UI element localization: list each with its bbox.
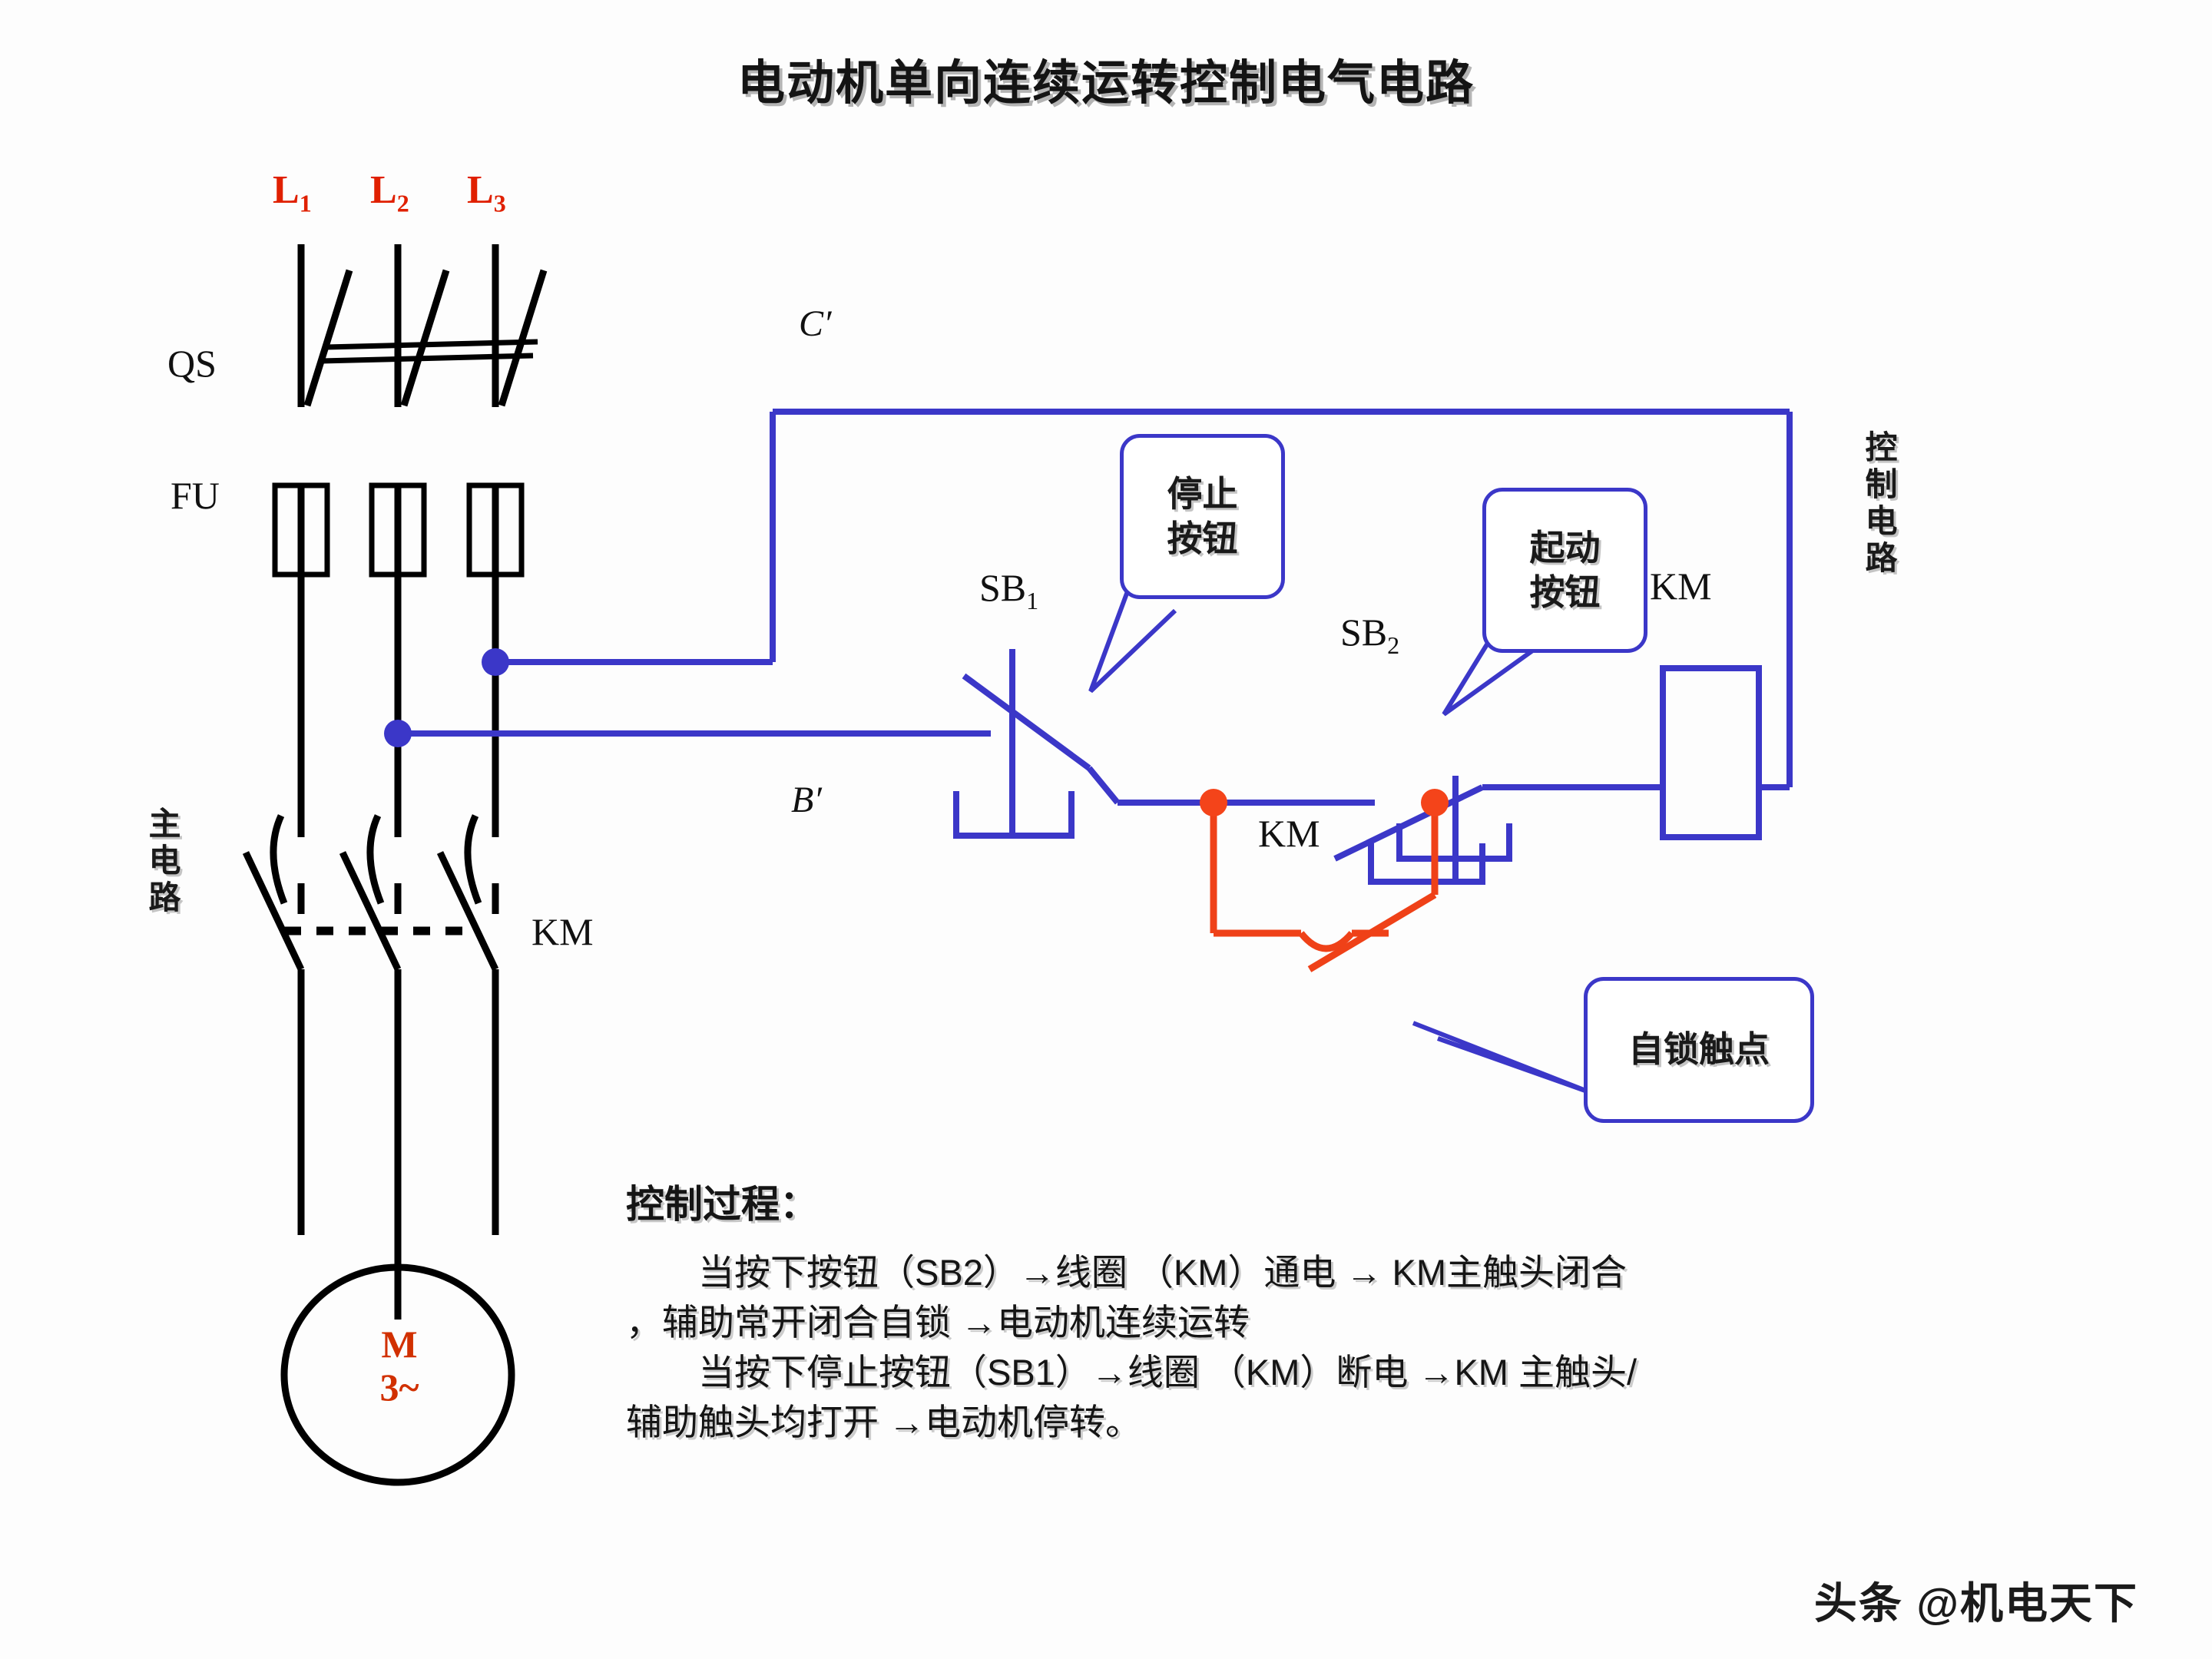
control-process-heading: 控制过程：	[626, 1183, 818, 1226]
junction-dot-selflock-right	[1421, 789, 1449, 816]
km-aux-label: KM	[1258, 812, 1320, 855]
control-circuit-label: 控制电路	[1861, 430, 1897, 578]
control-process-line-3: 当按下停止按钮（SB1）→线圈 （KM）断电 →KM 主触头/	[698, 1352, 1637, 1393]
motor-symbol	[280, 1263, 515, 1486]
fu-label: FU	[171, 474, 220, 517]
control-process-line-1: 当按下按钮（SB2）→线圈 （KM）通电 → KM主触头闭合	[698, 1252, 1628, 1293]
main-circuit-label: 主电路	[144, 806, 180, 917]
control-process-block: 控制过程： 当按下按钮（SB2）→线圈 （KM）通电 → KM主触头闭合 ，辅助…	[626, 1174, 2124, 1449]
junction-dot-selflock-left	[1200, 789, 1227, 816]
callout-self-lock: 自锁触点	[1584, 977, 1814, 1123]
node-label-b: B′	[791, 780, 822, 820]
control-process-line-4: 辅助触头均打开 →电动机停转。	[626, 1402, 1142, 1443]
callout-start-button: 起动 按钮	[1482, 488, 1647, 653]
watermark: 头条 @机电天下	[1813, 1579, 2138, 1628]
qs-knife-switch	[303, 269, 548, 407]
control-process-line-2: ，辅助常开闭合自锁 →电动机连续运转	[626, 1302, 1250, 1343]
callout-stop-button: 停止 按钮	[1120, 434, 1285, 599]
sb1-stop-button[interactable]	[953, 649, 1214, 839]
km-main-label: KM	[531, 910, 594, 953]
node-label-c: C′	[799, 303, 832, 344]
km-self-lock-contact	[1210, 803, 1439, 972]
callout-leader-start	[1442, 613, 1555, 717]
callout-leader-stop	[1088, 590, 1177, 694]
km-main-contact-L3	[436, 814, 499, 1235]
fu-fuse-L3	[466, 482, 525, 578]
km-coil-label: KM	[1650, 565, 1712, 608]
fu-fuse-L2	[369, 482, 427, 578]
phase-label-L1: L1	[273, 168, 312, 217]
km-main-contact-L1	[242, 814, 305, 1235]
sb2-label: SB2	[1340, 611, 1400, 659]
phase-label-L2: L2	[370, 168, 409, 217]
phase-label-L3: L3	[467, 168, 506, 217]
page-title: 电动机单向连续运转控制电气电路	[737, 57, 1475, 110]
control-rail-top	[495, 409, 1793, 733]
sb1-label: SB1	[979, 566, 1039, 614]
km-main-contact-L2	[339, 814, 402, 1320]
callout-leader-selflock	[1412, 1021, 1595, 1096]
sb2-start-button[interactable]	[1333, 776, 1605, 885]
junction-dot-L3	[482, 648, 509, 676]
motor-label: M 3~	[379, 1323, 419, 1409]
qs-label: QS	[167, 342, 217, 385]
junction-dot-L2	[384, 720, 412, 747]
km-coil	[1660, 665, 1762, 840]
fu-fuse-L1	[272, 482, 330, 578]
